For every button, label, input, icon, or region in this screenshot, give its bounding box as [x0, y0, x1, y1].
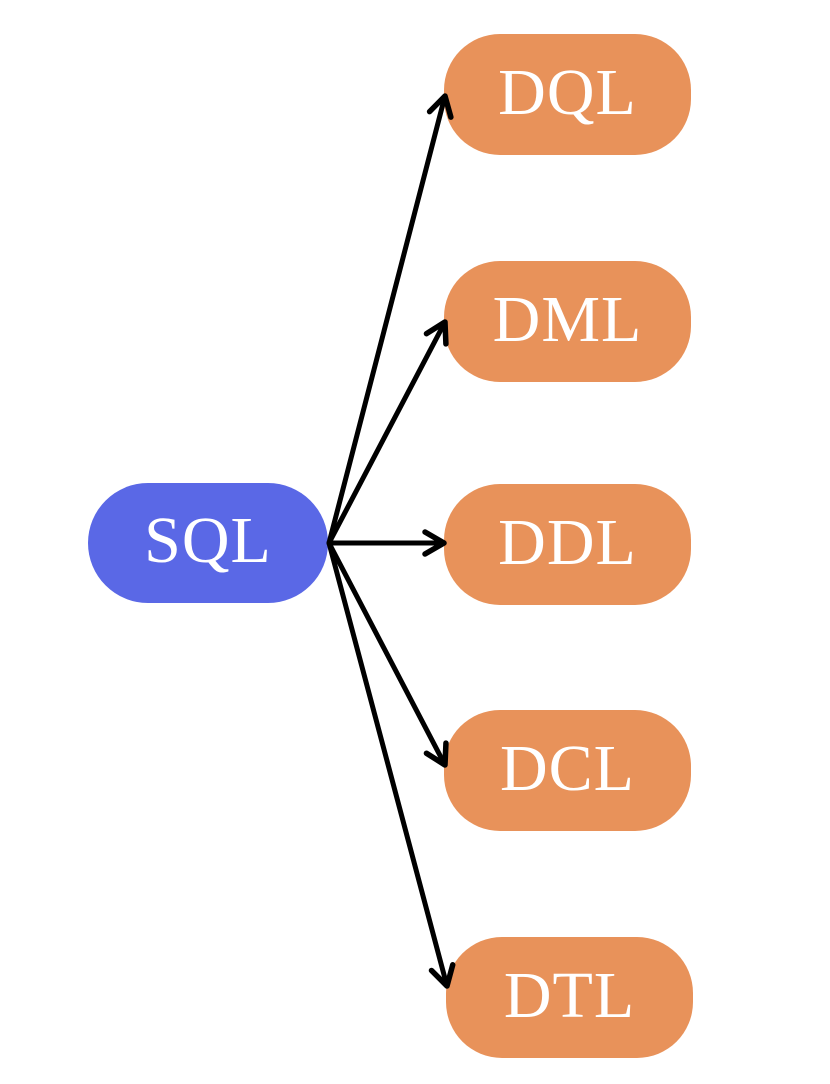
- node-dql-label: DQL: [498, 55, 637, 129]
- node-sql-label: SQL: [144, 504, 272, 577]
- edge-sql-to-dml: [326, 319, 449, 546]
- node-dml: DML: [444, 261, 691, 382]
- node-dtl-label: DTL: [503, 958, 636, 1032]
- node-dml-label: DML: [492, 282, 643, 356]
- edge-sql-to-dcl: [326, 540, 449, 768]
- node-ddl-label: DDL: [498, 505, 637, 579]
- node-dql: DQL: [444, 34, 691, 155]
- node-dcl-label: DCL: [500, 731, 635, 805]
- node-ddl: DDL: [444, 484, 691, 605]
- node-dcl: DCL: [444, 710, 691, 831]
- node-sql: SQL: [88, 483, 328, 603]
- edge-sql-to-dql: [326, 93, 454, 546]
- edge-sql-to-dtl: [326, 540, 456, 989]
- node-dtl: DTL: [446, 937, 693, 1058]
